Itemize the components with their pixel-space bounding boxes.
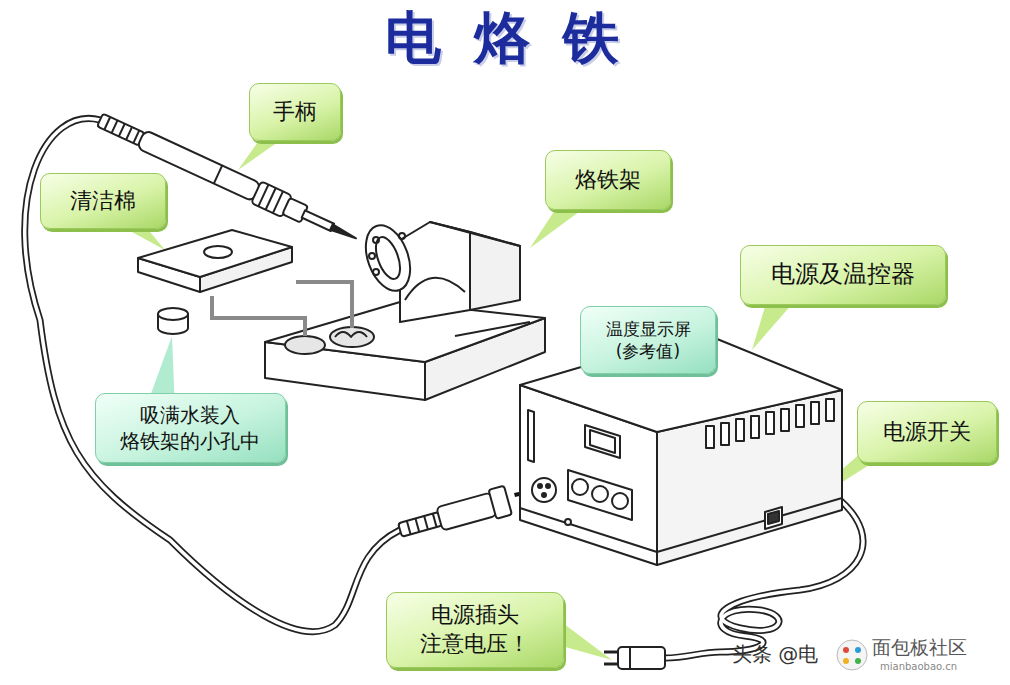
- water-sponge: [158, 308, 188, 334]
- power-temperature-unit: [768, 511, 779, 524]
- power-temperature-unit: [585, 425, 620, 458]
- callout-box: 清洁棉: [40, 173, 166, 229]
- callout-box: 吸满水装入 烙铁架的小孔中: [95, 393, 286, 463]
- power-temperature-unit: [542, 493, 546, 497]
- iron-holder-stand: [373, 237, 379, 243]
- power-temperature-unit: [546, 484, 550, 488]
- callout-text: 吸满水装入 烙铁架的小孔中: [108, 402, 273, 454]
- watermark-text: mianbaobao.cn: [880, 661, 957, 673]
- cleaning-sponge: [138, 230, 292, 277]
- power-temperature-unit: [592, 486, 608, 502]
- iron-holder-base: [285, 336, 325, 354]
- assembly-guide-line: [212, 296, 305, 336]
- soldering-iron-handle: [126, 127, 132, 140]
- iron-holder-base: [455, 322, 530, 336]
- power-temperature-unit: [590, 430, 615, 453]
- assembly-guide-line: [296, 282, 352, 328]
- iron-connector: [433, 514, 437, 527]
- soldering-iron-handle: [119, 124, 125, 137]
- iron-connector: [407, 521, 411, 534]
- water-sponge: [158, 308, 188, 320]
- power-plug: [604, 663, 618, 666]
- soldering-iron-handle: [104, 117, 110, 130]
- cleaning-sponge: [138, 230, 292, 292]
- soldering-iron-handle: [266, 188, 276, 210]
- callout-text: 手柄: [273, 98, 317, 127]
- callout-box: 电源插头 注意电压！: [386, 592, 564, 668]
- power-plug: [618, 647, 665, 669]
- power-plug: [604, 647, 665, 669]
- soldering-iron-handle: [133, 130, 139, 143]
- callout-text: 电源及温控器: [771, 259, 915, 290]
- callout-box: 手柄: [249, 83, 341, 141]
- power-plug: [629, 647, 631, 669]
- iron-connector: [396, 486, 512, 545]
- iron-holder-base: [335, 332, 367, 337]
- callout-box: 烙铁架: [545, 150, 671, 210]
- power-temperature-unit: [572, 479, 588, 495]
- power-temperature-unit: [765, 507, 782, 529]
- soldering-iron-handle: [258, 185, 268, 207]
- iron-holder-stand: [430, 222, 520, 246]
- iron-holder-stand: [369, 253, 375, 259]
- callout-box: 电源及温控器: [740, 245, 946, 305]
- callout-text: 清洁棉: [70, 187, 136, 216]
- power-temperature-unit: [568, 470, 632, 520]
- soldering-iron-handle: [112, 120, 118, 133]
- iron-connector: [415, 518, 419, 531]
- power-temperature-unit: [612, 493, 628, 509]
- iron-holder-stand: [373, 269, 379, 275]
- power-temperature-unit: [532, 478, 556, 502]
- power-temperature-unit: [657, 498, 842, 552]
- watermark-text: 面包板社区: [872, 636, 967, 659]
- callout-text: 电源插头 注意电压！: [409, 601, 541, 658]
- watermark-logo: [855, 647, 861, 653]
- callout-text: 温度显示屏 (参考值): [593, 318, 703, 362]
- watermark-text: 头条 @电: [732, 642, 818, 666]
- soldering-iron-handle: [214, 165, 222, 183]
- soldering-iron-handle: [97, 114, 145, 146]
- callout-box: 温度显示屏 (参考值): [580, 306, 716, 374]
- iron-holder-base: [330, 327, 374, 347]
- callout-text: 电源开关: [883, 418, 971, 447]
- iron-holder-stand: [371, 234, 405, 282]
- iron-connector: [436, 493, 496, 531]
- diagram-title: 电 烙 铁: [0, 4, 1010, 71]
- soldering-iron-handle: [330, 224, 357, 241]
- watermark-logo: [837, 640, 867, 670]
- iron-holder-stand: [399, 233, 405, 239]
- cleaning-sponge: [204, 246, 232, 258]
- power-temperature-unit: [520, 508, 657, 552]
- watermark-logo: [843, 658, 849, 664]
- assembly-guide-line: [212, 282, 352, 336]
- power-plug: [604, 651, 618, 654]
- iron-holder-stand: [358, 219, 520, 322]
- power-temperature-unit: [565, 519, 571, 525]
- soldering-iron-handle: [302, 210, 334, 231]
- power-temperature-unit: [528, 410, 534, 462]
- iron-connector: [424, 516, 428, 529]
- callout-text: 烙铁架: [575, 166, 641, 195]
- iron-holder-stand: [405, 278, 465, 300]
- watermark-logo: [843, 647, 849, 653]
- power-temperature-unit: [706, 399, 834, 448]
- power-temperature-unit: [538, 484, 542, 488]
- iron-holder-stand: [358, 219, 419, 297]
- iron-connector: [488, 486, 511, 519]
- soldering-iron-handle: [273, 191, 283, 213]
- iron-connector: [398, 512, 442, 537]
- watermark-logo: [855, 658, 861, 664]
- watermark-logo: [837, 640, 867, 670]
- callout-box: 电源开关: [857, 401, 997, 463]
